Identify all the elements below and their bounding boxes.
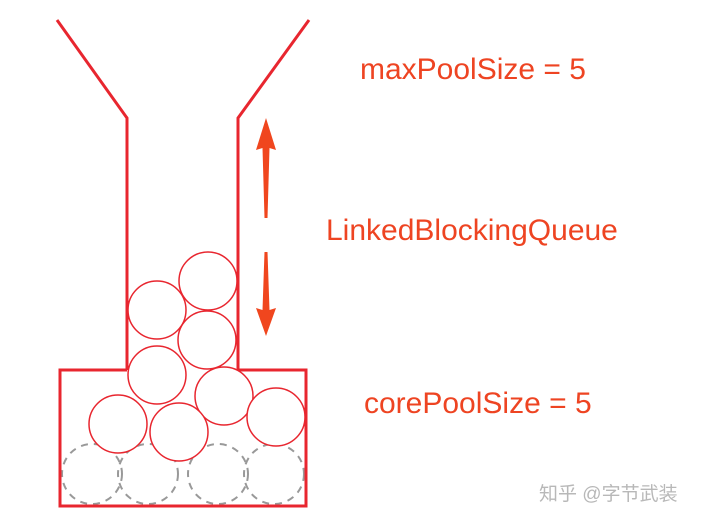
funnel-right-wall bbox=[236, 19, 311, 370]
empty-slot bbox=[187, 443, 249, 505]
task-ball bbox=[149, 402, 209, 462]
empty-slot bbox=[61, 443, 123, 505]
arrow-down-shape bbox=[256, 252, 276, 336]
task-ball bbox=[127, 345, 187, 405]
funnel-outline bbox=[55, 19, 311, 508]
arrow-down-icon bbox=[256, 252, 276, 336]
task-ball bbox=[127, 280, 187, 340]
task-ball bbox=[246, 387, 306, 447]
task-ball bbox=[178, 251, 238, 311]
task-ball bbox=[194, 366, 254, 426]
task-balls bbox=[88, 251, 306, 462]
watermark: 知乎 @字节武装 bbox=[539, 483, 678, 505]
max-pool-size-label: maxPoolSize = 5 bbox=[360, 53, 586, 86]
arrow-up-icon bbox=[256, 118, 276, 218]
core-box bbox=[58, 368, 308, 508]
funnel-left-wall bbox=[55, 19, 129, 370]
empty-core-slots bbox=[61, 443, 305, 505]
task-ball bbox=[177, 310, 237, 370]
core-pool-size-label: corePoolSize = 5 bbox=[364, 387, 592, 420]
linked-blocking-queue-label: LinkedBlockingQueue bbox=[326, 214, 618, 247]
empty-slot bbox=[117, 443, 179, 505]
arrow-up-shape bbox=[256, 118, 276, 218]
task-ball bbox=[88, 394, 148, 454]
empty-slot bbox=[243, 443, 305, 505]
